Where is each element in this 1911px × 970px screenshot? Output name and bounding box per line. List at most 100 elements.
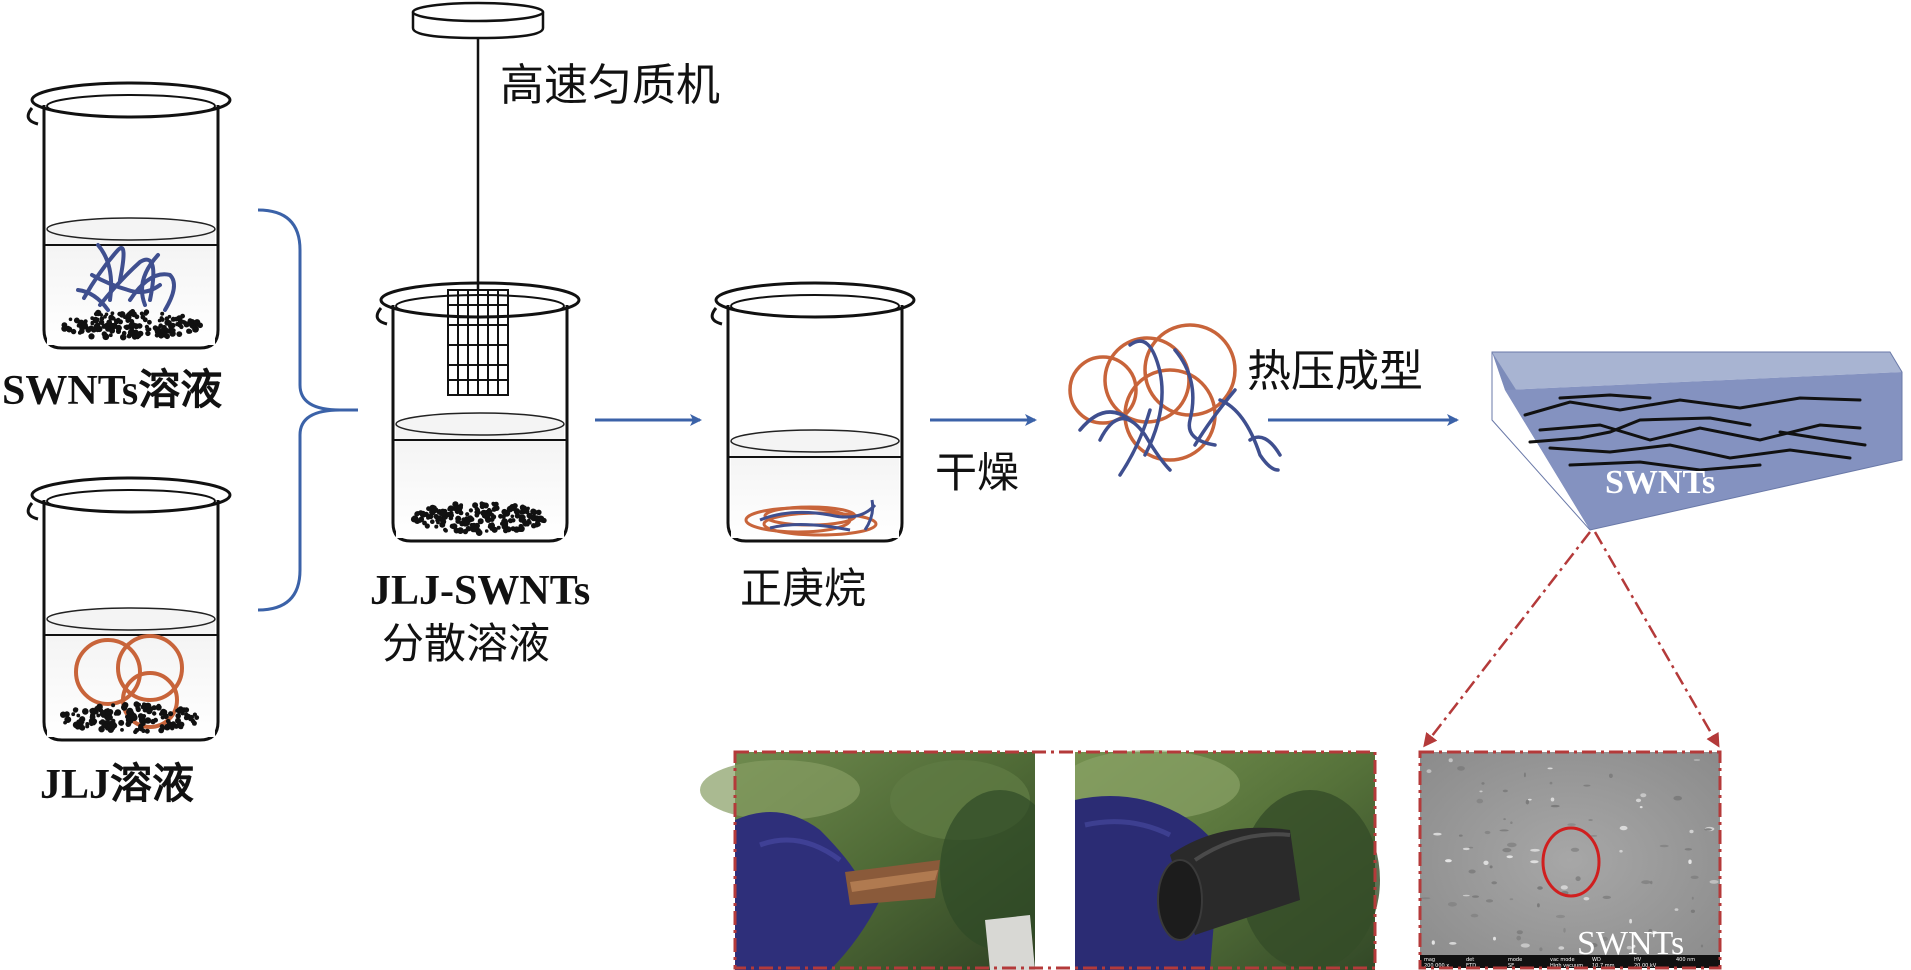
sem-speck	[1479, 790, 1483, 793]
particle	[113, 711, 118, 716]
sem-speck	[1632, 944, 1636, 948]
sem-speck	[1468, 869, 1476, 874]
particle	[440, 523, 445, 528]
sem-speck	[1590, 835, 1598, 837]
particle	[131, 322, 137, 328]
sem-speck	[1426, 769, 1432, 774]
particle	[459, 503, 464, 508]
particle	[491, 506, 497, 512]
particle	[115, 328, 122, 334]
particle	[440, 510, 447, 517]
particle	[160, 725, 166, 731]
particle	[76, 719, 83, 726]
particle	[183, 715, 189, 721]
particle	[518, 523, 524, 529]
particle	[109, 327, 116, 334]
sem-speck	[1449, 942, 1457, 945]
sem-speck	[1506, 855, 1513, 859]
sem-speck	[1485, 899, 1494, 903]
sem-speck	[1575, 876, 1581, 882]
sem-speck	[1470, 913, 1479, 918]
particle	[472, 502, 479, 509]
particle	[164, 327, 169, 332]
particle	[436, 515, 443, 522]
particle	[73, 317, 80, 324]
particle	[527, 513, 533, 520]
sem-bar-header: vac mode	[1550, 957, 1575, 963]
particle	[154, 333, 160, 338]
sem-speck	[1639, 806, 1643, 809]
particle	[530, 508, 537, 515]
particle	[93, 317, 100, 324]
particle	[110, 721, 116, 727]
photo-bend-film	[700, 760, 1060, 970]
sem-bar-value: 20.00 kV	[1634, 963, 1657, 969]
dried-composite	[1068, 323, 1282, 477]
particle	[489, 525, 496, 531]
sem-speck	[1601, 936, 1608, 942]
particle	[452, 501, 459, 508]
particle	[140, 716, 146, 722]
sem-speck	[1448, 758, 1453, 763]
particle	[484, 529, 489, 533]
particle	[480, 509, 488, 517]
particle	[101, 323, 107, 329]
particle	[189, 714, 194, 720]
particle	[137, 323, 142, 327]
particle	[126, 312, 132, 318]
homogenizer	[411, 1, 545, 396]
particle	[170, 726, 175, 731]
sem-speck	[1619, 825, 1628, 831]
sem-speck	[1530, 860, 1539, 864]
particle	[176, 315, 183, 322]
particle	[164, 333, 170, 340]
particle	[125, 716, 131, 722]
sem-bar-header: 400 nm	[1676, 957, 1695, 963]
sem-speck	[1640, 793, 1647, 798]
sem-speck	[1709, 880, 1719, 884]
particle	[489, 517, 495, 522]
sem-bar-value: 10.7 mm	[1592, 963, 1615, 969]
particle	[160, 311, 165, 316]
photo-rolled-film	[1060, 750, 1380, 970]
particle	[487, 507, 492, 513]
hot-press-label: 热压成型	[1247, 346, 1423, 397]
particle	[513, 526, 520, 533]
particle	[90, 316, 95, 321]
particle	[434, 524, 439, 529]
particle	[144, 719, 149, 723]
sem-speck	[1704, 828, 1712, 831]
particle	[164, 319, 171, 326]
dispersion-label-2: 分散溶液	[382, 619, 550, 668]
particle	[110, 311, 115, 316]
particle	[135, 332, 142, 339]
sem-speck	[1648, 928, 1653, 934]
sem-speck	[1445, 859, 1452, 863]
sem-speck	[1688, 859, 1692, 865]
particle	[116, 317, 121, 322]
sem-speck	[1674, 908, 1679, 911]
particle	[106, 708, 110, 712]
zoom-line-left	[1423, 531, 1591, 748]
particle	[99, 316, 105, 322]
particle	[467, 515, 474, 522]
particle	[106, 319, 113, 326]
sem-speck	[1550, 797, 1555, 802]
particle	[505, 526, 512, 533]
sem-speck	[1588, 819, 1593, 821]
particle	[155, 328, 161, 334]
particle	[430, 519, 435, 524]
particle	[170, 328, 174, 333]
particle	[60, 711, 67, 718]
particle	[85, 724, 90, 729]
particle	[192, 712, 197, 717]
merge-bracket	[257, 208, 358, 612]
particle	[197, 322, 203, 329]
particle	[126, 707, 134, 715]
particle	[457, 527, 464, 534]
particle	[454, 508, 461, 515]
sem-speck	[1693, 759, 1701, 761]
particle	[106, 714, 113, 721]
particle	[451, 523, 458, 530]
